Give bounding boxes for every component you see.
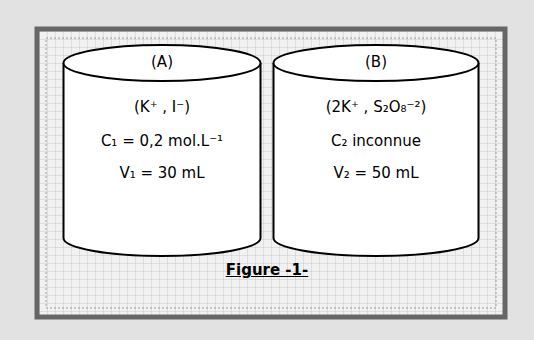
beaker-label: (A) (151, 53, 173, 71)
solution-info: (K⁺ , I⁻) (62, 98, 262, 116)
solution-info: C₁ = 0,2 mol.L⁻¹ (62, 132, 262, 150)
cylinder-top (64, 45, 261, 81)
solution-text: C₁ = 0,2 mol.L⁻¹ (101, 132, 223, 150)
frame-border (37, 29, 505, 317)
cylinder-beaker: (B) (2K⁺ , S₂O₈⁻²) C₂ inconnue V₂ = 50 mL (272, 44, 480, 258)
solution-text: V₂ = 50 mL (333, 164, 418, 182)
solution-info: C₂ inconnue (272, 132, 480, 150)
cylinder-body (64, 63, 261, 256)
solution-info: V₂ = 50 mL (272, 164, 480, 182)
beaker-label: (A) (62, 53, 262, 71)
solution-text: V₁ = 30 mL (119, 164, 204, 182)
cylinder-beaker: (A) (K⁺ , I⁻) C₁ = 0,2 mol.L⁻¹ V₁ = 30 mL (62, 44, 262, 258)
beaker-label: (B) (272, 53, 480, 71)
figure-caption: Figure -1- (0, 261, 534, 279)
solution-info: (2K⁺ , S₂O₈⁻²) (272, 98, 480, 116)
cylinder-outline (62, 44, 262, 258)
figure-caption-text: Figure -1- (226, 261, 309, 279)
cylinder-body (274, 63, 479, 256)
cylinder-top (274, 45, 479, 81)
cylinder-outline (272, 44, 480, 258)
inner-dotted-border (46, 38, 496, 308)
solution-text: C₂ inconnue (331, 132, 421, 150)
solution-text: (K⁺ , I⁻) (134, 98, 190, 116)
solution-text: (2K⁺ , S₂O₈⁻²) (326, 98, 427, 116)
solution-info: V₁ = 30 mL (62, 164, 262, 182)
beaker-label: (B) (365, 53, 387, 71)
